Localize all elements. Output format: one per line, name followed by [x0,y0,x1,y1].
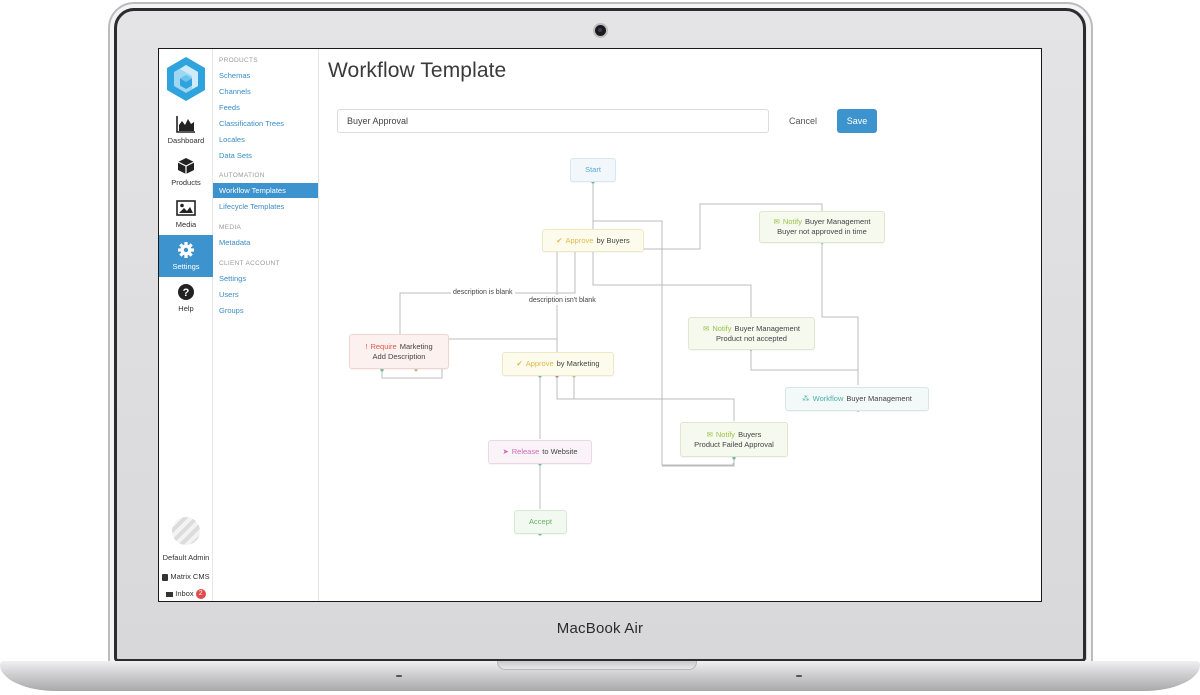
envelope-icon: ✉ [706,429,713,439]
connector-lines [380,180,860,536]
edge-label-description-not-blank: description isn't blank [527,297,598,304]
user-avatar[interactable] [172,517,200,545]
logo-icon[interactable] [165,55,207,103]
svg-text:?: ? [183,287,190,299]
submenu-item-locales[interactable]: Locales [219,135,245,144]
envelope-icon [166,591,174,597]
rail-item-products[interactable]: Products [159,157,213,199]
save-button[interactable]: Save [837,109,877,133]
submenu-item-schemas[interactable]: Schemas [219,71,251,80]
rail-item-dashboard[interactable]: Dashboard [159,115,213,157]
check-icon: ✔ [556,235,563,245]
submenu-item-metadata[interactable]: Metadata [219,238,251,247]
laptop-foot [796,675,802,677]
submenu-item-lifecycle-templates[interactable]: Lifecycle Templates [219,202,285,211]
app-screen: Dashboard Products Media Settings [158,48,1042,602]
envelope-icon: ✉ [703,323,710,333]
flow-node-start[interactable]: Start [570,158,616,182]
device-brand-label: MacBook Air [556,620,644,637]
cancel-button[interactable]: Cancel [789,109,817,133]
submenu-heading-client-account: CLIENT ACCOUNT [219,260,280,267]
submenu-heading-media: MEDIA [219,224,242,231]
submenu-item-feeds[interactable]: Feeds [219,103,240,112]
submenu-item-channels[interactable]: Channels [219,87,251,96]
cube-icon [176,157,196,175]
paper-plane-icon: ➤ [502,447,509,456]
workflow-name-input[interactable] [337,109,769,133]
check-icon: ✔ [516,359,523,368]
workflow-canvas[interactable]: description is blank description isn't b… [319,49,1041,601]
submenu-item-groups[interactable]: Groups [219,306,244,315]
question-circle-icon: ? [176,283,196,301]
submenu-item-workflow-templates[interactable]: Workflow Templates [213,183,318,198]
area-chart-icon [176,115,196,133]
envelope-icon: ✉ [773,217,780,226]
user-name[interactable]: Default Admin [162,553,210,562]
camera-icon [595,25,606,36]
submenu-heading-automation: AUTOMATION [219,172,265,179]
image-icon [176,199,196,217]
rail-item-settings[interactable]: Settings [159,235,213,277]
inbox-link[interactable]: Inbox 2 [159,589,213,600]
submenu-item-data-sets[interactable]: Data Sets [219,151,252,160]
sitemap-icon: ⁂ [802,394,810,403]
app-switcher[interactable]: Matrix CMS [159,572,213,581]
rail-item-media[interactable]: Media [159,199,213,241]
rail-item-help[interactable]: ? Help [159,283,213,325]
submenu-item-users[interactable]: Users [219,290,239,299]
inbox-count-badge: 2 [195,589,206,600]
submenu-heading-products: PRODUCTS [219,57,258,64]
gear-icon [176,241,196,259]
database-icon [162,573,169,581]
laptop-notch [497,661,697,670]
edge-label-description-blank: description is blank [451,289,515,296]
page-title: Workflow Template [328,59,507,82]
laptop-foot [396,675,402,677]
icon-rail: Dashboard Products Media Settings [159,49,213,601]
submenu-item-classification-trees[interactable]: Classification Trees [219,119,285,128]
settings-submenu: PRODUCTS Schemas Channels Feeds Classifi… [213,49,319,601]
flow-node-accept[interactable]: Accept [514,510,567,534]
exclamation-icon: ! [365,341,368,351]
submenu-item-settings[interactable]: Settings [219,274,247,283]
main-content: Workflow Template Cancel Save [319,49,1041,601]
